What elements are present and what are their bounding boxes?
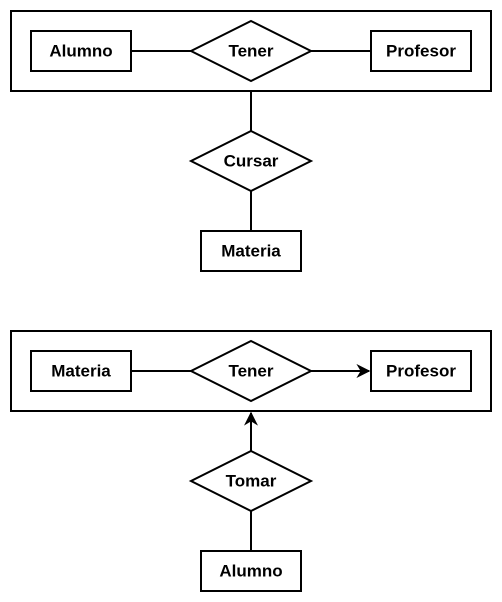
relationship-label: Tener	[228, 362, 273, 381]
relationship-tener: Tener	[188, 19, 314, 83]
entity-alumno: Alumno	[30, 30, 132, 72]
entity-profesor: Profesor	[370, 350, 472, 392]
entity-materia: Materia	[30, 350, 132, 392]
relationship-tener: Tener	[188, 339, 314, 403]
entity-label: Alumno	[219, 562, 282, 581]
entity-label: Profesor	[386, 42, 456, 61]
diagram-top: Alumno Tener Profesor Cursar Materia	[10, 10, 492, 272]
aggregation-box-bottom	[10, 330, 492, 412]
relationship-label: Cursar	[224, 152, 279, 171]
entity-alumno: Alumno	[200, 550, 302, 592]
relationship-cursar: Cursar	[188, 129, 314, 193]
diagram-bottom: Materia Tener Profesor Tomar Alumno	[10, 330, 492, 592]
entity-label: Profesor	[386, 362, 456, 381]
relationship-tomar: Tomar	[188, 449, 314, 513]
relationship-label: Tomar	[226, 472, 277, 491]
entity-materia: Materia	[200, 230, 302, 272]
entity-label: Alumno	[49, 42, 112, 61]
entity-label: Materia	[51, 362, 111, 381]
entity-profesor: Profesor	[370, 30, 472, 72]
relationship-label: Tener	[228, 42, 273, 61]
entity-label: Materia	[221, 242, 281, 261]
